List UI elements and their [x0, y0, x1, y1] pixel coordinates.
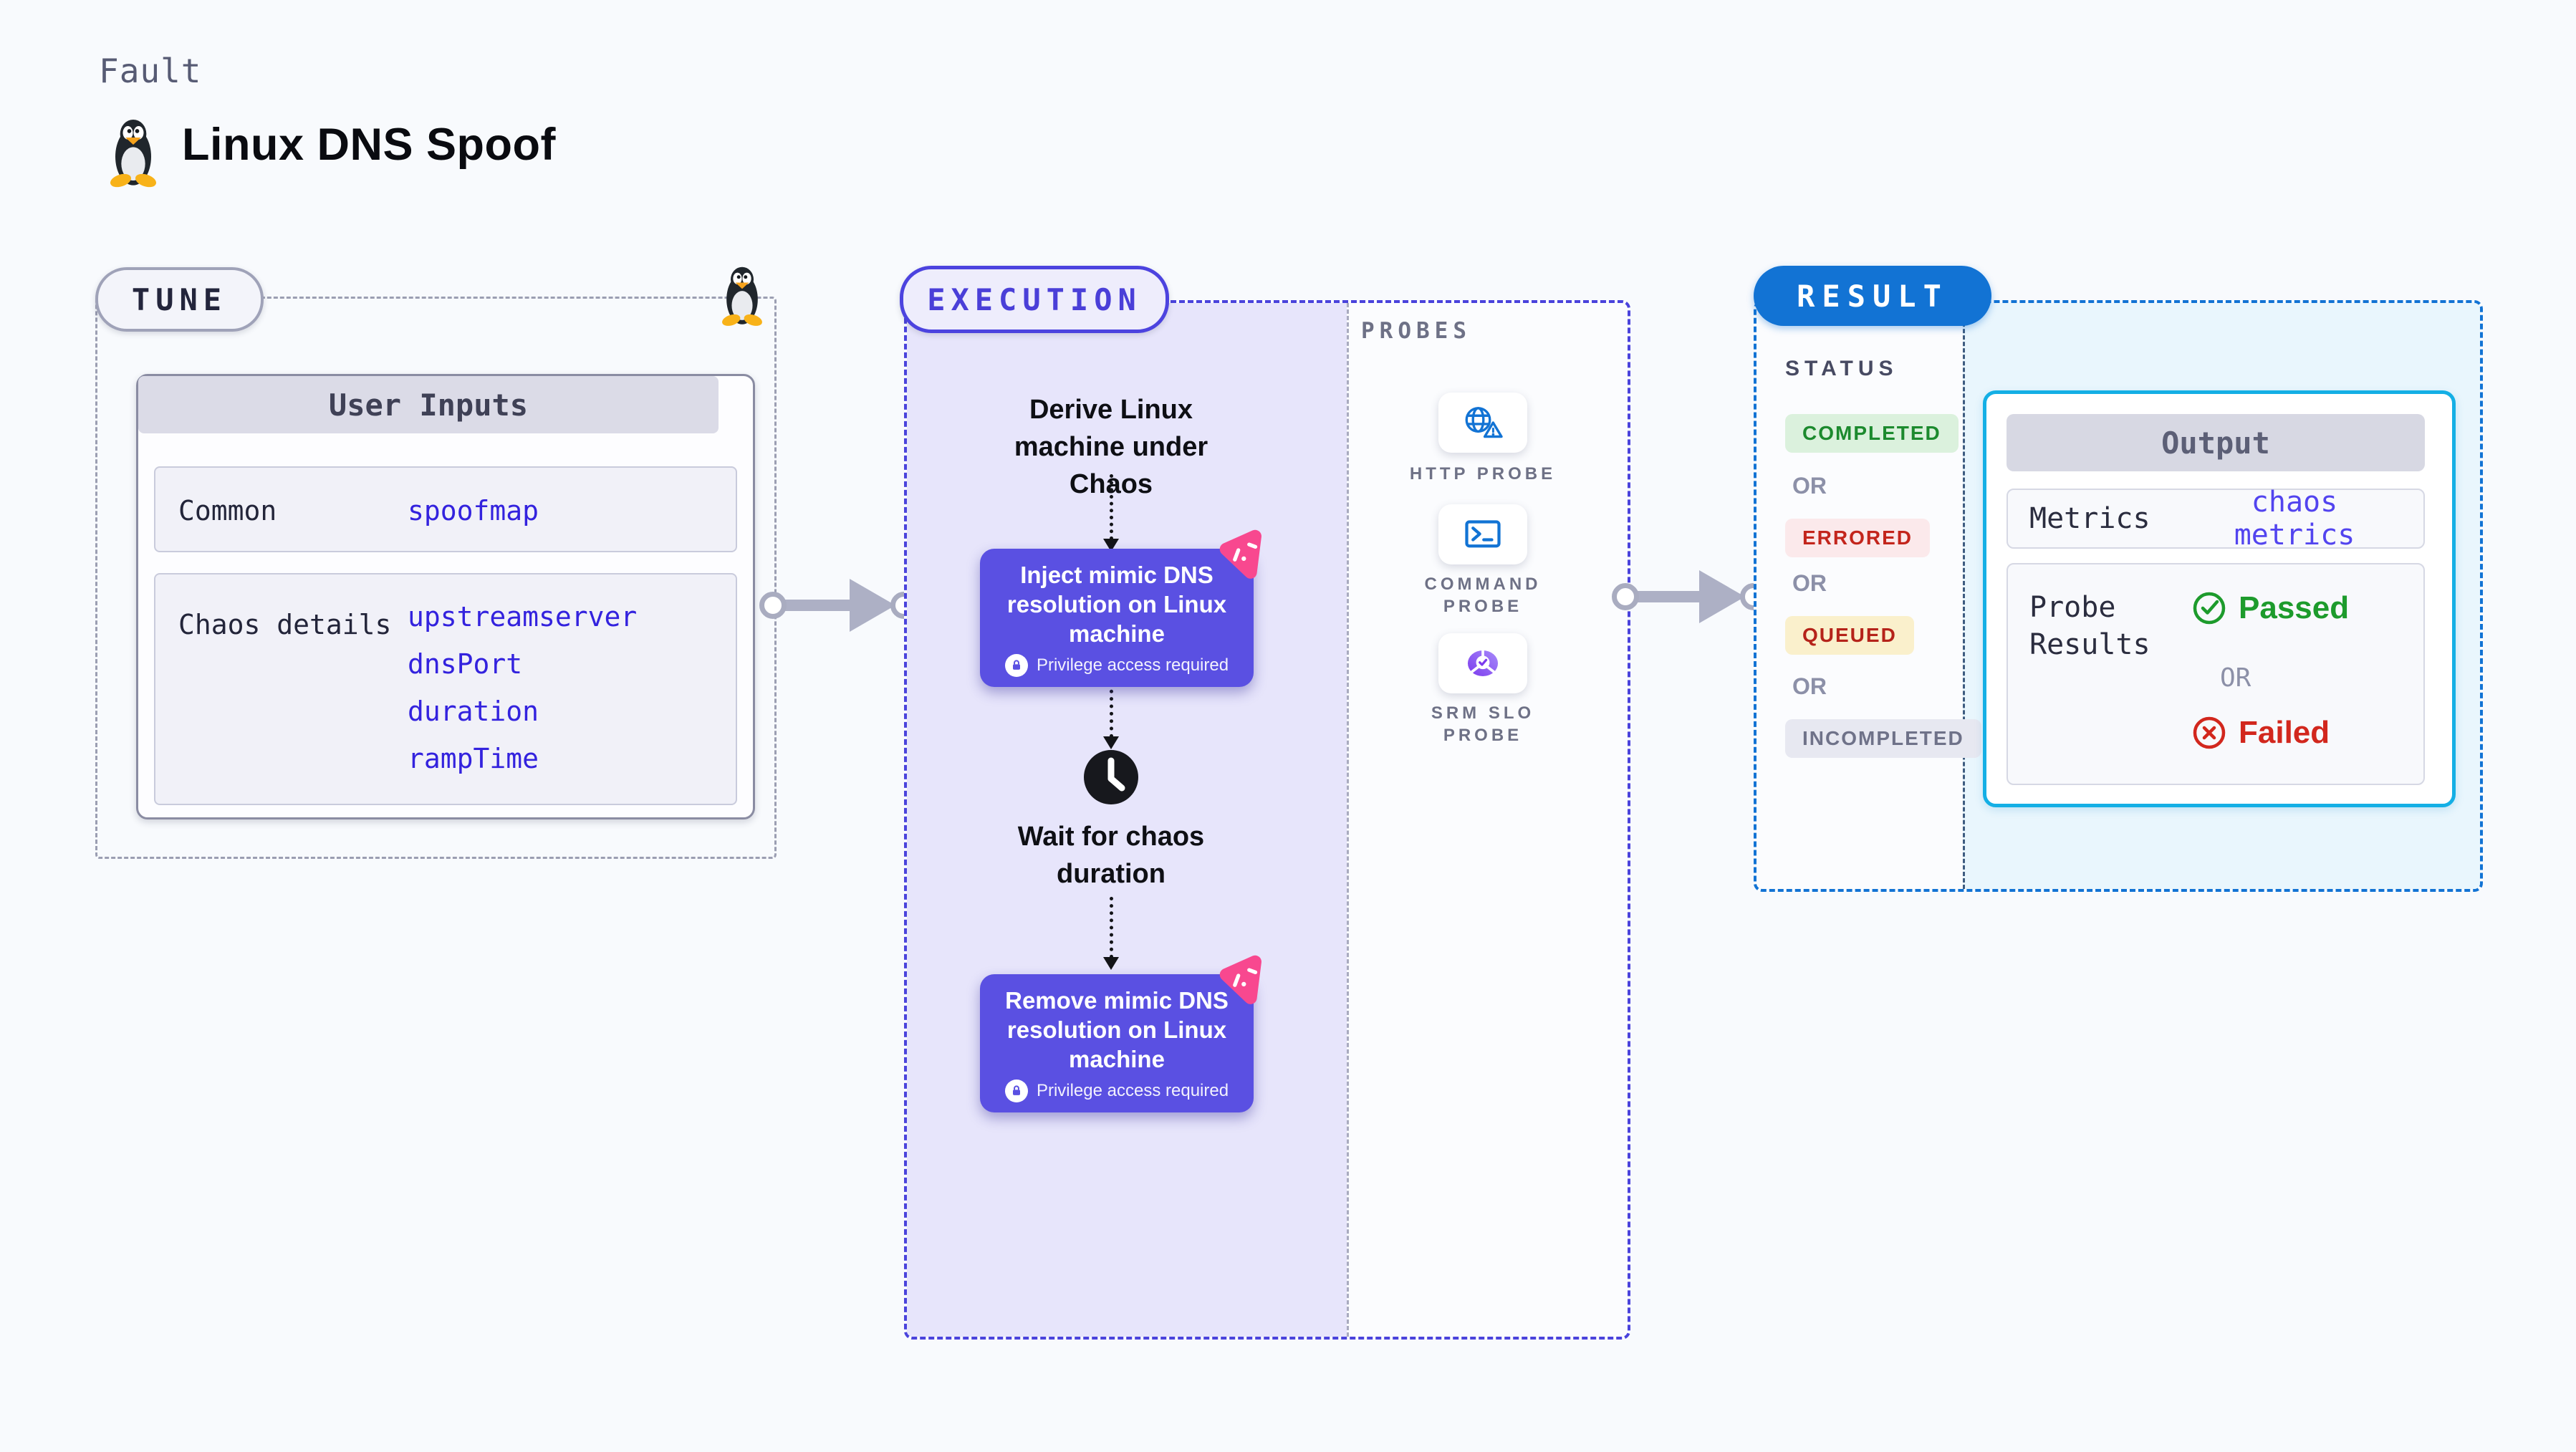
arrow-head [1699, 570, 1745, 623]
command-probe-card [1438, 504, 1527, 564]
failed-result: Failed [2191, 715, 2330, 751]
or-separator: OR [1792, 570, 1827, 596]
table-row-chaos-details: Chaos details upstreamserver dnsPort dur… [154, 573, 737, 805]
arrow-start-dot [759, 592, 787, 619]
user-inputs-card: User Inputs Common spoofmap Chaos detail… [136, 374, 755, 819]
tux-penguin-small-icon [722, 266, 762, 326]
execution-flow-area [907, 303, 1347, 1337]
litmus-chaos-icon [1219, 955, 1261, 1004]
status-badge-completed: COMPLETED [1785, 414, 1959, 453]
metrics-value: chaos metrics [2234, 486, 2355, 552]
arrow-head [850, 579, 895, 632]
check-circle-icon [2193, 592, 2226, 625]
table-row-common: Common spoofmap [154, 466, 737, 552]
privilege-label: Privilege access required [1036, 655, 1229, 675]
execution-pill: EXECUTION [900, 266, 1169, 333]
or-separator: OR [2220, 663, 2251, 693]
flow-connector-arrowhead [1103, 539, 1119, 552]
flow-connector-arrowhead [1103, 957, 1119, 970]
flow-connector [1110, 474, 1113, 540]
litmus-chaos-icon [1219, 529, 1261, 579]
tune-pill: TUNE [95, 267, 264, 332]
privilege-row: Privilege access required [986, 654, 1248, 677]
probes-column-label: PROBES [1361, 318, 1471, 344]
metrics-row: Metrics chaos metrics [2007, 486, 2425, 552]
node-title: Remove mimic DNS resolution on Linux mac… [1005, 987, 1229, 1072]
arrow-shaft [1625, 591, 1708, 602]
terminal-icon [1465, 520, 1501, 548]
or-separator: OR [1792, 673, 1827, 699]
result-pill: RESULT [1754, 266, 1991, 326]
inject-chaos-node: Inject mimic DNS resolution on Linux mac… [980, 549, 1254, 687]
probe-results-label: Probe Results [2029, 591, 2150, 661]
page-title: Linux DNS Spoof [182, 120, 556, 170]
row-value: rampTime [408, 743, 539, 774]
lock-icon [1004, 654, 1028, 677]
passed-label: Passed [2239, 590, 2350, 625]
srm-slo-probe-card [1438, 633, 1527, 693]
arrow-start-dot [1612, 583, 1639, 610]
status-badge-errored: ERRORED [1785, 519, 1931, 557]
status-badge-incompleted: INCOMPLETED [1785, 719, 1981, 758]
probes-divider [1347, 303, 1349, 1337]
output-header: Output [2007, 414, 2425, 471]
row-value: duration [408, 696, 539, 727]
status-badge-queued: QUEUED [1785, 616, 1914, 655]
tune-section [95, 297, 777, 859]
tune-to-execution-arrow [759, 569, 918, 641]
globe-warning-icon [1465, 407, 1503, 438]
privilege-label: Privilege access required [1036, 1081, 1229, 1100]
tux-penguin-icon [110, 120, 156, 188]
status-column-label: STATUS [1785, 357, 1898, 380]
probe-name: COMMAND PROBE [1424, 574, 1542, 616]
slo-donut-icon [1467, 649, 1499, 676]
row-value: dnsPort [408, 648, 523, 680]
fault-kicker: Fault [99, 52, 202, 90]
status-output-divider [1963, 303, 1965, 889]
lock-icon [1004, 1080, 1028, 1102]
flow-connector [1110, 897, 1113, 958]
clock-icon [1084, 750, 1138, 804]
wait-step-label: Wait for chaos duration [1017, 822, 1205, 889]
passed-result: Passed [2191, 590, 2349, 626]
or-separator: OR [1792, 473, 1827, 499]
probe-name: SRM SLO PROBE [1431, 703, 1535, 745]
execution-to-result-arrow [1612, 561, 1767, 633]
row-label: Chaos details [178, 609, 392, 640]
remove-chaos-node: Remove mimic DNS resolution on Linux mac… [980, 974, 1254, 1112]
row-value: upstreamserver [408, 601, 638, 633]
privilege-row: Privilege access required [986, 1080, 1248, 1102]
row-values: upstreamserver dnsPort duration rampTime [408, 593, 637, 782]
http-probe-card [1438, 393, 1527, 453]
probe-results-row: Probe Results Passed OR Failed [2007, 563, 2425, 785]
x-circle-icon [2193, 716, 2226, 749]
probe-name: HTTP PROBE [1409, 464, 1557, 484]
arrow-shaft [772, 600, 857, 611]
output-card: Output Metrics chaos metrics Probe Resul… [1983, 390, 2456, 807]
flow-connector [1110, 675, 1113, 738]
row-value: spoofmap [408, 495, 539, 527]
node-title: Inject mimic DNS resolution on Linux mac… [1006, 562, 1227, 647]
failed-label: Failed [2239, 715, 2330, 750]
flow-connector-arrowhead [1103, 736, 1119, 749]
row-label: Common [178, 495, 277, 527]
user-inputs-header: User Inputs [138, 376, 719, 433]
metrics-label: Metrics [2029, 502, 2150, 535]
execution-section [904, 300, 1630, 1340]
